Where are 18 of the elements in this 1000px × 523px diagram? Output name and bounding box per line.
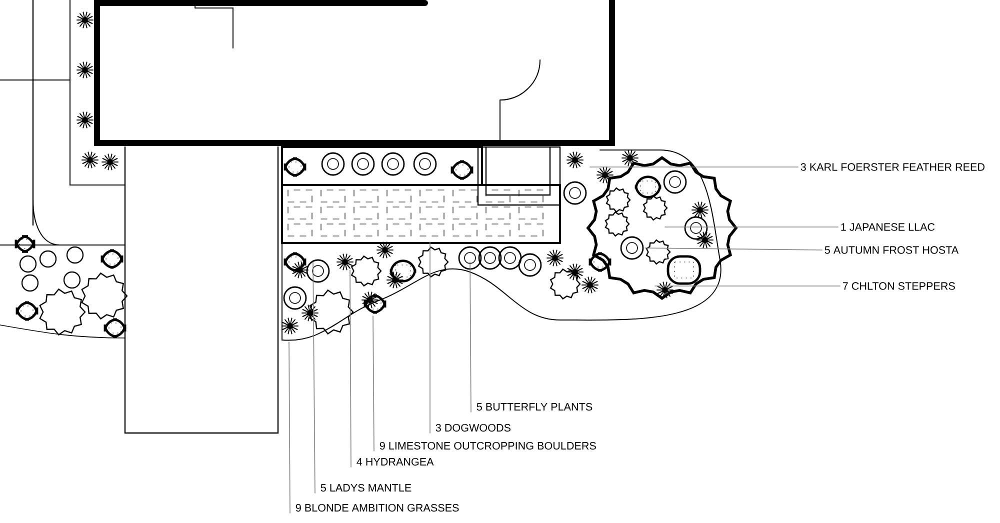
plant-label: 5 AUTUMN FROST HOSTA	[824, 246, 959, 254]
plant-label: 5 BUTTERFLY PLANTS	[476, 402, 592, 411]
plant-label: 9 BLONDE AMBITION GRASSES	[296, 504, 459, 512]
plant-label: 3 DOGWOODS	[436, 424, 511, 432]
plant-label: 7 CHLTON STEPPERS	[842, 282, 955, 290]
leader-line	[470, 262, 472, 412]
leader-line	[350, 270, 352, 468]
leader-line	[590, 166, 798, 168]
plant-label: 4 HYDRANGEA	[356, 458, 434, 466]
plant-label: 5 LADYS MANTLE	[320, 484, 412, 492]
plant-label: 9 LIMESTONE OUTCROPPING BOULDERS	[380, 442, 596, 450]
leader-line	[644, 248, 822, 250]
leader-line	[288, 342, 290, 514]
plant-label: 1 JAPANESE LLAC	[841, 223, 935, 231]
leader-line	[664, 226, 838, 228]
leader-line	[312, 262, 316, 494]
leader-line	[372, 316, 374, 452]
plant-label: 3 KARL FOERSTER FEATHER REED	[800, 163, 984, 171]
